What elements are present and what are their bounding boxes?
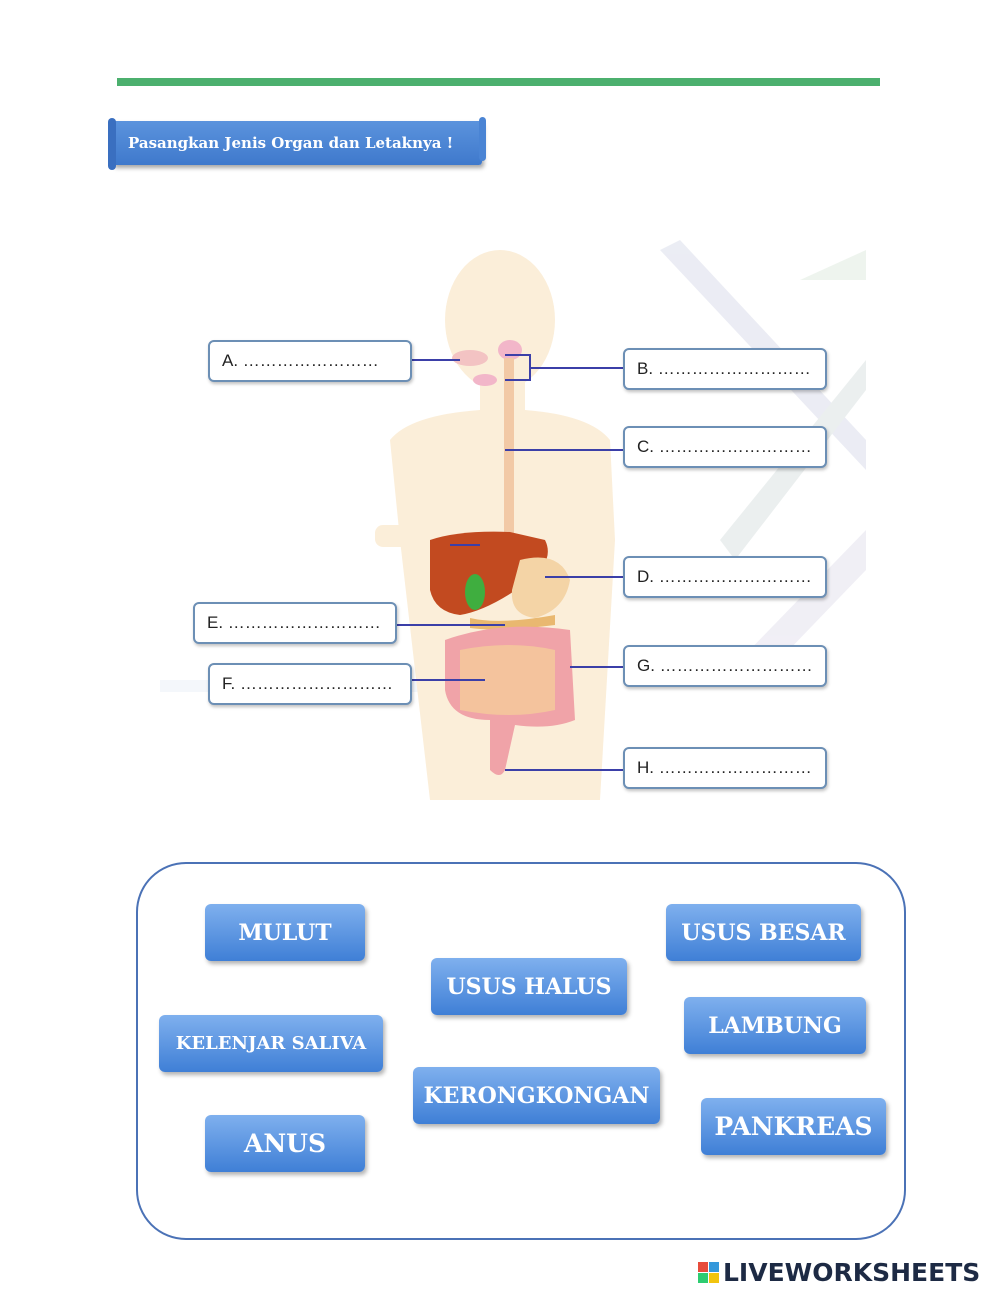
word-pankreas[interactable]: PANKREAS: [701, 1098, 886, 1155]
word-usus-halus[interactable]: USUS HALUS: [431, 958, 627, 1015]
liveworksheets-logo: LIVEWORKSHEETS: [698, 1257, 980, 1287]
brand-name: LIVEWORKSHEETS: [723, 1257, 981, 1287]
answer-label-c: C. ………………………: [637, 437, 812, 456]
answer-box-h[interactable]: H. ………………………: [623, 747, 827, 789]
answer-label-a: A. ……………………: [222, 351, 379, 370]
answer-label-g: G. ………………………: [637, 656, 813, 675]
answer-label-d: D. ………………………: [637, 567, 812, 586]
word-anus[interactable]: ANUS: [205, 1115, 365, 1172]
word-kelenjar-saliva[interactable]: KELENJAR SALIVA: [159, 1015, 383, 1072]
answer-box-a[interactable]: A. ……………………: [208, 340, 412, 382]
word-kerongkongan[interactable]: KERONGKONGAN: [413, 1067, 660, 1124]
answer-label-e: E. ………………………: [207, 613, 381, 632]
answer-label-f: F. ………………………: [222, 674, 393, 693]
pointer-lines: [395, 354, 623, 771]
liveworksheets-logo-icon: [698, 1261, 719, 1283]
word-usus-besar[interactable]: USUS BESAR: [666, 904, 861, 961]
instruction-banner: Pasangkan Jenis Organ dan Letaknya !: [108, 117, 486, 170]
answer-label-b: B. ………………………: [637, 359, 811, 378]
digestive-system-diagram: A. …………………… B. ……………………… C. ……………………… D.…: [160, 240, 866, 800]
answer-box-c[interactable]: C. ………………………: [623, 426, 827, 468]
top-divider: [117, 78, 880, 86]
answer-box-b[interactable]: B. ………………………: [623, 348, 827, 390]
instruction-title: Pasangkan Jenis Organ dan Letaknya !: [128, 134, 454, 152]
answer-label-h: H. ………………………: [637, 758, 812, 777]
answer-box-g[interactable]: G. ………………………: [623, 645, 827, 687]
answer-box-e[interactable]: E. ………………………: [193, 602, 397, 644]
word-lambung[interactable]: LAMBUNG: [684, 997, 866, 1054]
word-bank: [136, 862, 906, 1240]
answer-box-d[interactable]: D. ………………………: [623, 556, 827, 598]
answer-box-f[interactable]: F. ………………………: [208, 663, 412, 705]
digestive-illustration: [160, 240, 866, 800]
word-mulut[interactable]: MULUT: [205, 904, 365, 961]
